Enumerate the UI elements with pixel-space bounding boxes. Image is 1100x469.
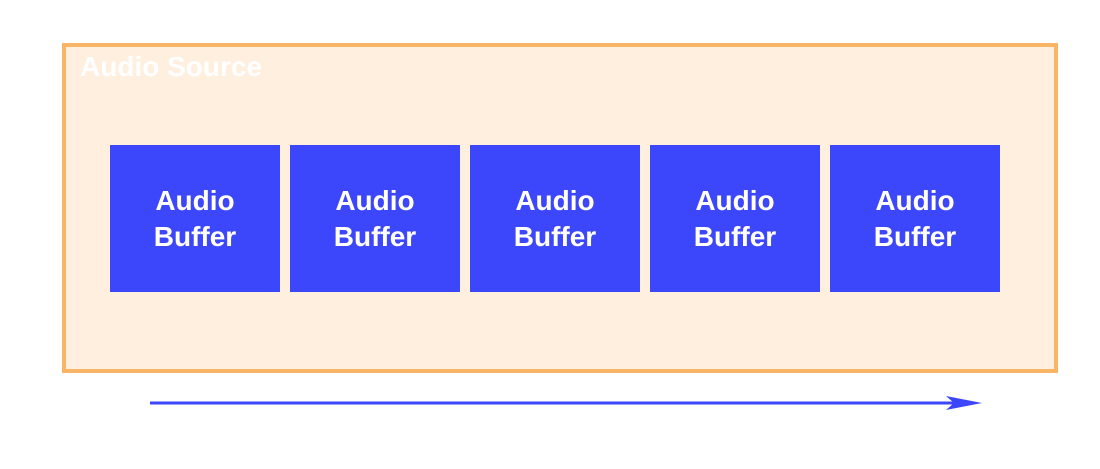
audio-buffer-3: Audio Buffer (470, 145, 640, 292)
audio-buffer-row: Audio Buffer Audio Buffer Audio Buffer A… (110, 145, 1000, 292)
audio-buffer-label: Audio Buffer (513, 184, 597, 252)
audio-source-title: Audio Source (80, 51, 263, 82)
audio-buffer-4: Audio Buffer (650, 145, 820, 292)
audio-buffer-label: Audio Buffer (873, 184, 957, 252)
audio-buffer-label: Audio Buffer (333, 184, 417, 252)
flow-arrow-head (946, 396, 982, 410)
audio-buffer-2: Audio Buffer (290, 145, 460, 292)
audio-source-container: Audio Source Audio Buffer Audio Buffer A… (62, 43, 1058, 373)
arrow-right-icon (150, 396, 982, 410)
audio-buffer-label: Audio Buffer (693, 184, 777, 252)
audio-buffer-5: Audio Buffer (830, 145, 1000, 292)
audio-buffer-label: Audio Buffer (153, 184, 237, 252)
audio-buffer-1: Audio Buffer (110, 145, 280, 292)
